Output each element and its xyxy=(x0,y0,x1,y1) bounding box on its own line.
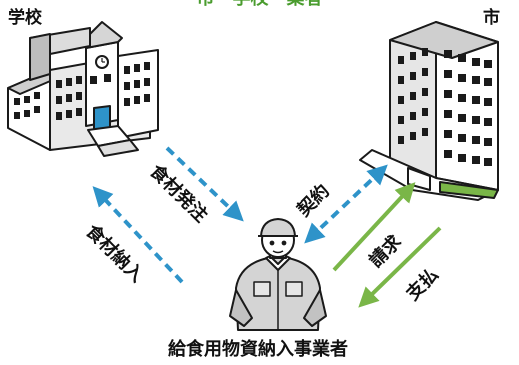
diagram-title: 市・学校・業者 xyxy=(0,0,519,8)
school-windows xyxy=(14,62,150,120)
invoice-arrow xyxy=(332,182,416,272)
order-arrow xyxy=(165,146,244,222)
city-office-windows xyxy=(398,48,492,166)
delivery-arrow xyxy=(92,186,184,284)
city-office-building-icon xyxy=(359,21,499,201)
worker-person-icon xyxy=(229,218,327,331)
school-label: 学校 xyxy=(8,8,42,28)
vendor-label: 給食用物資納入事業者 xyxy=(168,339,348,360)
school-building-icon xyxy=(7,21,159,157)
contract-arrow xyxy=(304,164,388,244)
payment-arrow xyxy=(358,226,442,308)
city-label: 市 xyxy=(483,8,500,28)
